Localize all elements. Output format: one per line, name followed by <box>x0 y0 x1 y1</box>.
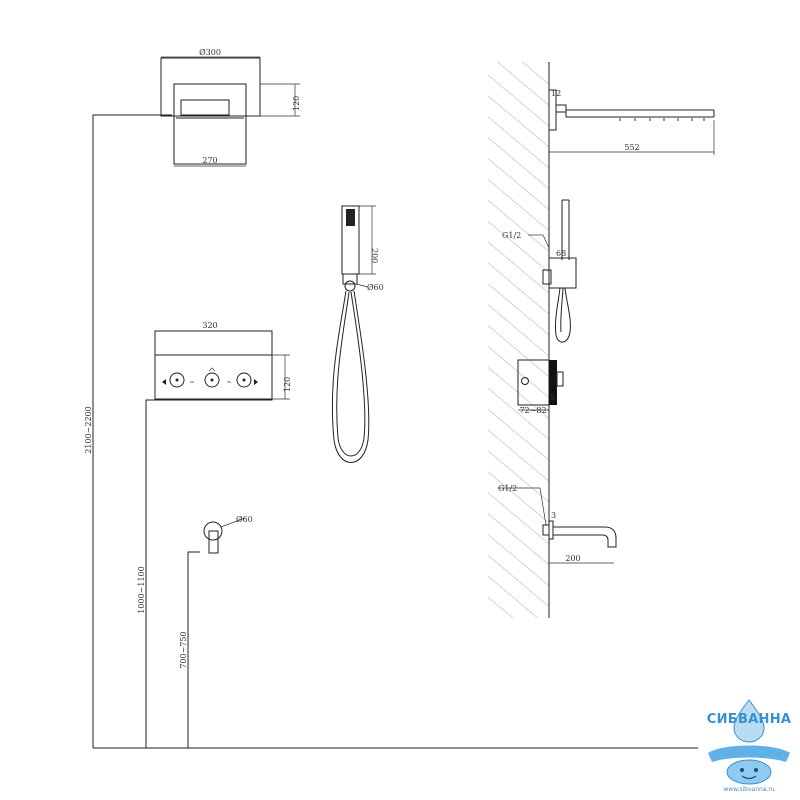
spout-front-view: Ø60 <box>203 515 253 554</box>
valve-depth-label: 72~82 <box>519 406 546 415</box>
valve-height-label: 120 <box>283 377 292 392</box>
height-label-spout: 700~750 <box>179 631 188 668</box>
head-diameter-label: Ø300 <box>199 48 221 57</box>
hand-shower-assembly: 200 Ø60 <box>331 205 384 463</box>
head-width-label: 270 <box>202 156 217 165</box>
valve-front-view: 320 120 <box>154 321 292 401</box>
wall-offset-arm-label: 12 <box>551 89 561 98</box>
height-line-valve: 1000~1100 <box>137 399 155 748</box>
handshower-length-label: 200 <box>370 248 379 263</box>
valve-side-view: 5 72~82 <box>517 359 564 415</box>
spout-offset-label: 3 <box>551 511 556 520</box>
handshower-holder-label: Ø60 <box>367 283 384 292</box>
logo-name: СИБВАННА <box>706 712 792 727</box>
spout-diameter-label: Ø60 <box>236 515 253 524</box>
thread-bottom-label: G1/2 <box>498 484 517 493</box>
head-depth-label: 120 <box>292 96 301 111</box>
height-label-valve: 1000~1100 <box>137 566 146 613</box>
height-line-head: 2100~2200 <box>84 114 172 748</box>
thread-top-label: G1/2 <box>502 231 521 240</box>
height-line-spout: 700~750 <box>179 551 200 748</box>
shower-arm-side-view: 12 552 <box>548 89 715 155</box>
handshower-holder-side-view: G1/2 68 <box>502 199 577 343</box>
valve-width-label: 320 <box>202 321 217 330</box>
sibvanna-logo: СИБВАННА www.sibvanna.ru <box>698 698 800 800</box>
arm-length-label: 552 <box>624 143 639 152</box>
logo-url: www.sibvanna.ru <box>723 786 775 793</box>
valve-thread-dim-label: 5 <box>550 393 555 402</box>
spout-side-view: G1/2 3 200 <box>498 484 617 564</box>
height-label-head: 2100~2200 <box>84 406 93 453</box>
shower-head-top-view: Ø300 120 270 <box>160 48 301 167</box>
holder-depth-label: 68 <box>556 249 566 258</box>
spout-length-label: 200 <box>565 554 580 563</box>
wall-section <box>488 62 550 618</box>
